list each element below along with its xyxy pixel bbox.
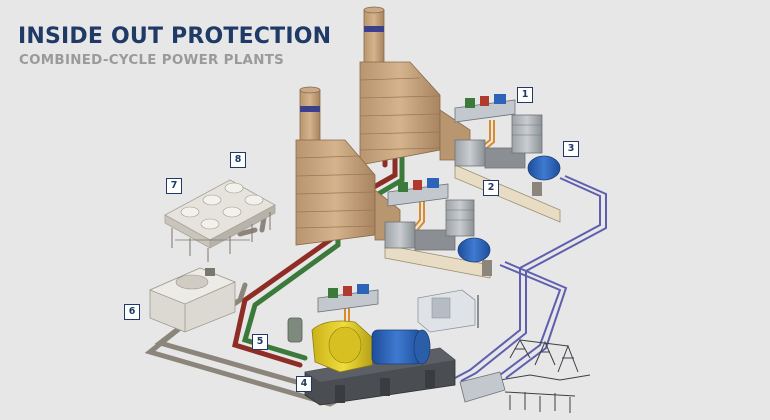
steam-turbine-generator (287, 317, 456, 406)
page-title: INSIDE OUT PROTECTION (18, 24, 332, 49)
cooling-water-unit (148, 267, 237, 333)
callout-6: 6 (124, 304, 140, 320)
callout-3: 3 (563, 141, 579, 157)
callout-5: 5 (252, 334, 268, 350)
page-subtitle: COMBINED-CYCLE POWER PLANTS (19, 53, 285, 68)
lube-skid-1 (454, 94, 516, 123)
callout-2: 2 (483, 180, 499, 196)
air-cooled-condenser (164, 179, 276, 262)
callout-4: 4 (296, 376, 312, 392)
electrical-lines (454, 175, 607, 382)
callout-1: 1 (517, 87, 533, 103)
lube-skid-3 (317, 284, 379, 313)
gas-turbine-2 (384, 199, 492, 279)
gas-turbine-1 (454, 114, 561, 223)
switchyard (499, 338, 591, 413)
lube-skid-2 (387, 178, 449, 207)
transformer-enclosure (417, 289, 479, 333)
callout-7: 7 (166, 178, 182, 194)
callout-8: 8 (230, 152, 246, 168)
bus-duct (459, 371, 506, 403)
hrsg-stack-back (359, 6, 471, 166)
